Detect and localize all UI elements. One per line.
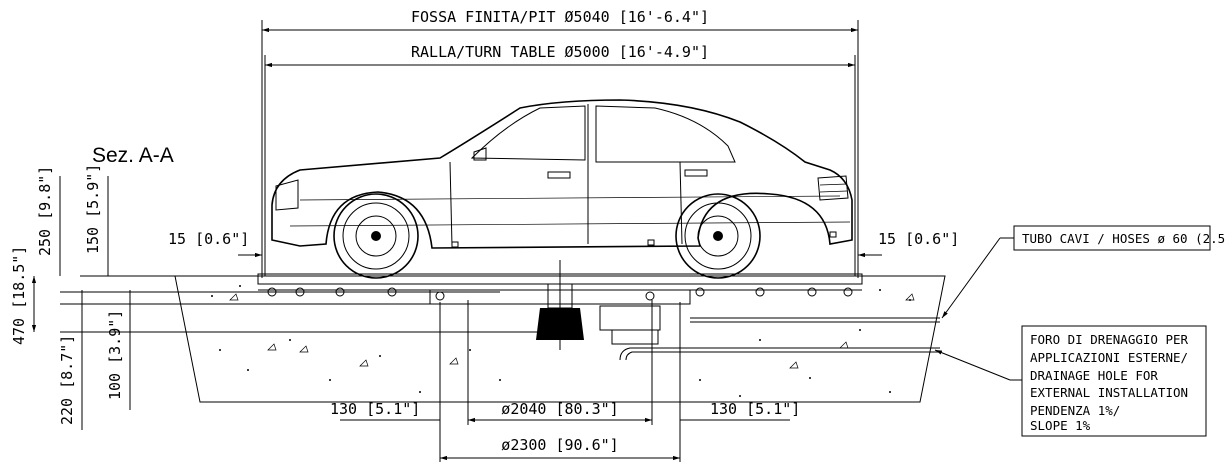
bottom-dim-right-130: 130 [5.1"] xyxy=(680,400,800,421)
svg-text:130 [5.1"]: 130 [5.1"] xyxy=(330,400,420,418)
support-rollers xyxy=(267,287,853,301)
svg-text:EXTERNAL INSTALLATION: EXTERNAL INSTALLATION xyxy=(1030,385,1188,400)
svg-text:PENDENZA 1%/: PENDENZA 1%/ xyxy=(1030,403,1120,418)
vertical-dim-100: 100 [3.9"] xyxy=(106,290,131,410)
svg-text:ø2300 [90.6"]: ø2300 [90.6"] xyxy=(501,436,618,454)
bottom-dim-base: ø2300 [90.6"] xyxy=(440,436,680,461)
front-wheel xyxy=(333,193,419,279)
hoses-note: TUBO CAVI / HOSES ø 60 (2.5") xyxy=(941,225,1225,319)
svg-text:250 [9.8"]: 250 [9.8"] xyxy=(36,166,54,256)
svg-text:TUBO CAVI / HOSES ø 60 (2.5"): TUBO CAVI / HOSES ø 60 (2.5") xyxy=(1022,231,1225,246)
svg-text:470 [18.5"]: 470 [18.5"] xyxy=(10,246,28,345)
svg-text:220 [8.7"]: 220 [8.7"] xyxy=(58,335,76,425)
svg-text:DRAINAGE HOLE FOR: DRAINAGE HOLE FOR xyxy=(1030,368,1158,383)
turntable-dimension: RALLA/TURN TABLE Ø5000 [16'-4.9"] xyxy=(264,43,856,276)
pit-dimension-label: FOSSA FINITA/PIT Ø5040 [16'-6.4"] xyxy=(411,8,709,26)
bottom-dim-left-130: 130 [5.1"] xyxy=(330,400,440,421)
svg-text:130 [5.1"]: 130 [5.1"] xyxy=(710,400,800,418)
svg-text:SLOPE 1%: SLOPE 1% xyxy=(1030,418,1091,433)
gap-left: 15 [0.6"] xyxy=(168,230,262,258)
svg-text:15 [0.6"]: 15 [0.6"] xyxy=(878,230,959,248)
svg-text:FORO DI DRENAGGIO PER: FORO DI DRENAGGIO PER xyxy=(1030,332,1189,347)
rear-wheel xyxy=(675,193,761,279)
svg-text:ø2040 [80.3"]: ø2040 [80.3"] xyxy=(501,400,618,418)
svg-text:APPLICAZIONI ESTERNE/: APPLICAZIONI ESTERNE/ xyxy=(1030,350,1188,365)
svg-text:15 [0.6"]: 15 [0.6"] xyxy=(168,230,249,248)
svg-text:100 [3.9"]: 100 [3.9"] xyxy=(106,310,124,400)
drainage-note: FORO DI DRENAGGIO PER APPLICAZIONI ESTER… xyxy=(934,325,1207,437)
vertical-dim-150: 150 [5.9"] xyxy=(84,164,109,276)
svg-text:150 [5.9"]: 150 [5.9"] xyxy=(84,164,102,254)
vertical-dim-470: 470 [18.5"] xyxy=(10,246,37,345)
pit-dimension: FOSSA FINITA/PIT Ø5040 [16'-6.4"] xyxy=(261,8,859,278)
car-outline xyxy=(271,99,853,279)
turntable-dimension-label: RALLA/TURN TABLE Ø5000 [16'-4.9"] xyxy=(411,43,709,61)
pit-concrete-section xyxy=(60,260,946,403)
section-title: Sez. A-A xyxy=(92,144,174,167)
vertical-dim-220: 220 [8.7"] xyxy=(58,290,83,430)
vertical-dim-250: 250 [9.8"] xyxy=(36,166,61,276)
bottom-dim-center: ø2040 [80.3"] xyxy=(439,300,681,462)
gap-right: 15 [0.6"] xyxy=(858,230,959,258)
